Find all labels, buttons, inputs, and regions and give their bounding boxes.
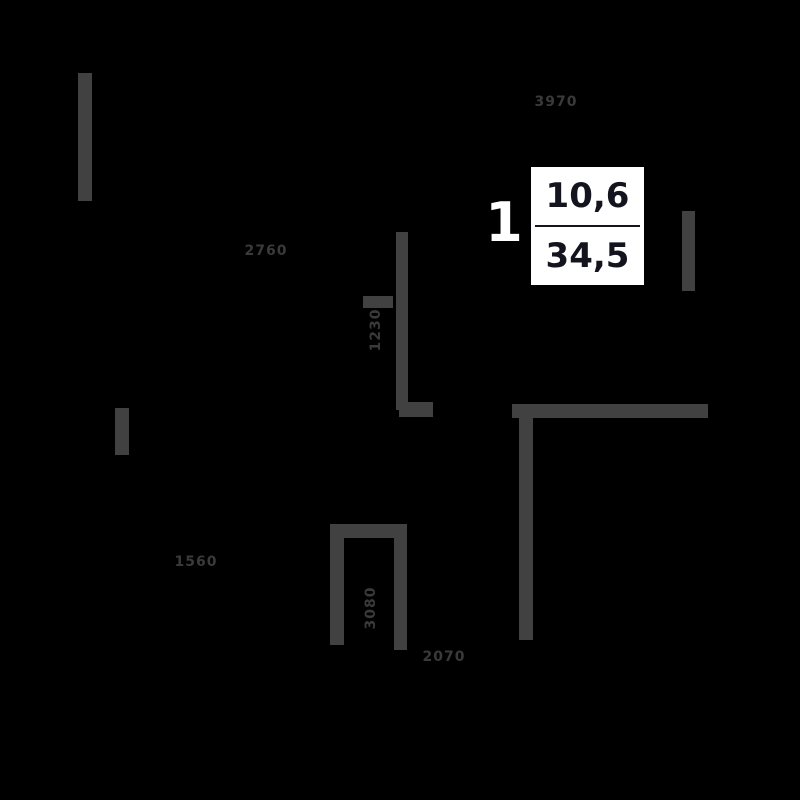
dimension-label: 1560 xyxy=(174,554,218,570)
wall-segment xyxy=(399,402,433,417)
area-info-card: 10,6 34,5 xyxy=(531,167,644,285)
wall-segment xyxy=(330,524,407,538)
wall-segment xyxy=(78,73,92,201)
wall-segment xyxy=(396,232,408,410)
dimension-label: 2070 xyxy=(422,649,466,665)
wall-segment xyxy=(115,408,129,455)
living-area-value: 10,6 xyxy=(545,176,630,216)
wall-segment xyxy=(512,404,708,418)
dimension-label: 2760 xyxy=(244,243,288,259)
info-card-divider xyxy=(535,225,640,227)
wall-segment xyxy=(682,211,695,291)
dimension-label: 3970 xyxy=(534,94,578,110)
wall-segment xyxy=(394,524,407,650)
wall-segment xyxy=(363,296,393,308)
wall-segment xyxy=(519,415,533,640)
wall-segment xyxy=(330,524,344,645)
room-count-label: 1 xyxy=(485,191,523,254)
dimension-label: 1230 xyxy=(368,308,384,352)
total-area-value: 34,5 xyxy=(545,236,630,276)
dimension-label: 3080 xyxy=(363,586,379,630)
